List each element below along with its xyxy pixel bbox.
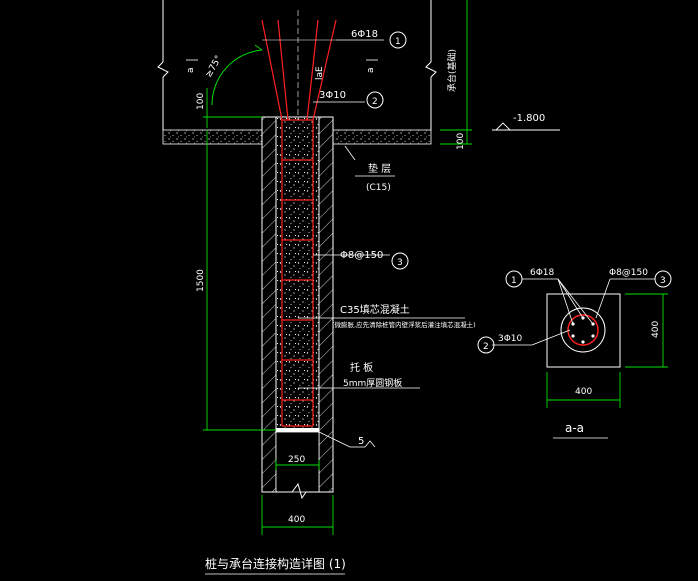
section-dim-width: 400 — [575, 387, 592, 397]
core-concrete-fill — [275, 116, 320, 431]
callout-3-number: 3 — [397, 258, 403, 268]
label-a-right: a — [366, 67, 376, 73]
callout-2-number: 2 — [372, 97, 378, 107]
label-rebar-main: 6Φ18 — [351, 29, 378, 40]
label-lae: laE — [315, 66, 325, 80]
elevation-marker — [492, 122, 560, 131]
section-callout-2-number: 2 — [483, 342, 489, 352]
rebar-cage — [261, 19, 337, 427]
callout-1-number: 1 — [395, 37, 401, 47]
label-a-left: a — [186, 67, 196, 73]
label-rebar-hoop-top: 3Φ10 — [319, 90, 346, 101]
section-pile-outer — [560, 307, 606, 353]
section-leaders — [492, 278, 655, 346]
label-cushion-grade: (C15) — [366, 183, 391, 193]
section-spiral — [567, 314, 599, 346]
label-plate-note: 5mm厚圆钢板 — [343, 377, 402, 389]
label-cap: 承台(基础) — [446, 49, 458, 92]
dim-right-100: 100 — [456, 133, 466, 150]
section-dim-height: 400 — [651, 321, 661, 338]
angle-ref-line — [254, 44, 263, 51]
pile-wall-left — [261, 116, 277, 493]
cushion-layer-right — [332, 129, 432, 145]
section-callouts — [477, 270, 672, 354]
dim-height-1500: 1500 — [196, 269, 206, 292]
callout-circles — [366, 31, 409, 270]
pile-break-line — [262, 482, 333, 500]
dim-outer-400: 400 — [288, 515, 305, 525]
section-bars — [571, 316, 595, 344]
pile-cap-outline — [157, 0, 437, 130]
label-weld: 5 — [358, 436, 364, 447]
label-cushion: 垫 层 — [368, 162, 391, 175]
section-outline — [546, 293, 621, 368]
section-label-main: 6Φ18 — [530, 268, 555, 278]
label-fill-concrete: C35填芯混凝土 — [340, 303, 410, 316]
dim-inner-250: 250 — [288, 455, 305, 465]
angle-arc — [211, 49, 263, 106]
main-detail: 6Φ18 3Φ10 Φ8@150 垫 层 (C15) C35填芯混凝土 (微膨胀… — [157, 0, 560, 575]
label-fill-note: (微膨胀,应先清除桩管内壁浮浆后灌注填芯混凝土) — [332, 320, 476, 329]
elevation-value: -1.800 — [513, 113, 545, 124]
section-label-hoop: 3Φ10 — [498, 334, 523, 344]
pile-hollow-lower — [275, 431, 320, 493]
section-dimension-lines — [546, 293, 668, 408]
leader-lines — [298, 39, 465, 448]
dimension-lines — [203, 0, 472, 535]
label-plate: 托 板 — [350, 361, 373, 374]
label-rebar-spiral: Φ8@150 — [340, 250, 383, 261]
dim-top-100: 100 — [196, 93, 206, 110]
drawing-title: 桩与承台连接构造详图 (1) — [205, 556, 346, 571]
section-a-a: 1 3 2 6Φ18 Φ8@150 3Φ10 400 400 a-a — [477, 268, 672, 439]
section-title: a-a — [565, 421, 584, 435]
label-angle: ≥75° — [204, 54, 224, 79]
section-label-spiral: Φ8@150 — [609, 268, 648, 278]
section-callout-3-number: 3 — [660, 276, 666, 286]
support-plate — [276, 428, 319, 432]
cushion-layer-left — [162, 129, 263, 145]
section-callout-1-number: 1 — [511, 276, 517, 286]
